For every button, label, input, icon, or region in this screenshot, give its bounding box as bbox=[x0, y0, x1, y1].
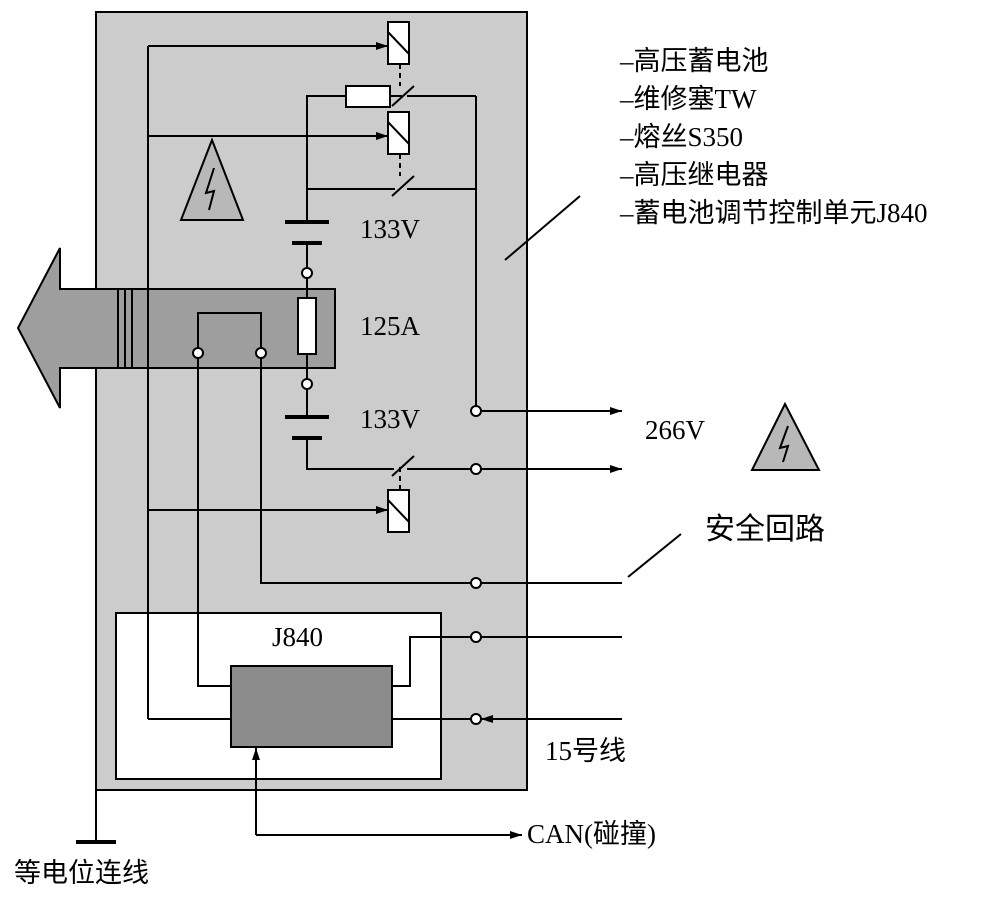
safety-leader bbox=[627, 533, 682, 578]
hv-warning-icon-housing bbox=[179, 137, 245, 221]
terminal-15 bbox=[470, 713, 482, 725]
minus-wire bbox=[306, 438, 394, 470]
safety-loop-return bbox=[197, 358, 231, 687]
safety-loop-label: 安全回路 bbox=[705, 513, 825, 546]
fuse-rating: 125A bbox=[360, 311, 421, 341]
legend-item-relay: –高压继电器 bbox=[619, 160, 769, 190]
safety-loop-out bbox=[392, 636, 476, 687]
terminal-safety-2 bbox=[470, 631, 482, 643]
relay-3 bbox=[387, 467, 410, 533]
output-voltage: 266V bbox=[645, 415, 706, 445]
plug-terminal-right bbox=[255, 347, 267, 359]
safety-loop-wire bbox=[260, 358, 476, 584]
legend-item-fuse: –熔丝S350 bbox=[619, 122, 743, 152]
fuse-terminal-bottom bbox=[301, 378, 313, 390]
controller-j840 bbox=[230, 665, 393, 748]
terminal-safety-1 bbox=[470, 577, 482, 589]
relay-1 bbox=[387, 21, 410, 86]
minus-switch bbox=[391, 455, 415, 477]
terminal-plus bbox=[470, 405, 482, 417]
plug-terminal-left bbox=[192, 347, 204, 359]
legend-item-controller: –蓄电池调节控制单元J840 bbox=[619, 198, 928, 228]
hv-warning-icon-output bbox=[750, 401, 821, 471]
control-bus bbox=[147, 46, 231, 720]
precharge-branch bbox=[306, 95, 346, 189]
service-plug-bridge bbox=[197, 312, 262, 353]
fuse-terminal-top bbox=[301, 267, 313, 279]
cell-lower-voltage: 133V bbox=[360, 404, 421, 434]
can-label: CAN(碰撞) bbox=[527, 819, 656, 849]
legend-item-service-plug: –维修塞TW bbox=[619, 84, 757, 114]
fuse-s350 bbox=[297, 297, 317, 355]
relay-2 bbox=[387, 111, 410, 176]
legend-leader bbox=[504, 195, 581, 261]
cell-upper-voltage: 133V bbox=[360, 214, 421, 244]
legend-item-battery: –高压蓄电池 bbox=[619, 46, 769, 76]
service-plug-rings bbox=[117, 289, 133, 368]
controller-label: J840 bbox=[272, 622, 323, 652]
legend-list: –高压蓄电池 –维修塞TW –熔丝S350 –高压继电器 –蓄电池调节控制单元J… bbox=[619, 46, 928, 228]
precharge-resistor bbox=[345, 85, 391, 108]
terminal-15-label: 15号线 bbox=[545, 736, 626, 766]
terminal-minus bbox=[470, 463, 482, 475]
precharge-switch-blade bbox=[391, 85, 415, 107]
main-plus-switch bbox=[391, 175, 415, 197]
ground-label: 等电位连线 bbox=[14, 858, 149, 888]
